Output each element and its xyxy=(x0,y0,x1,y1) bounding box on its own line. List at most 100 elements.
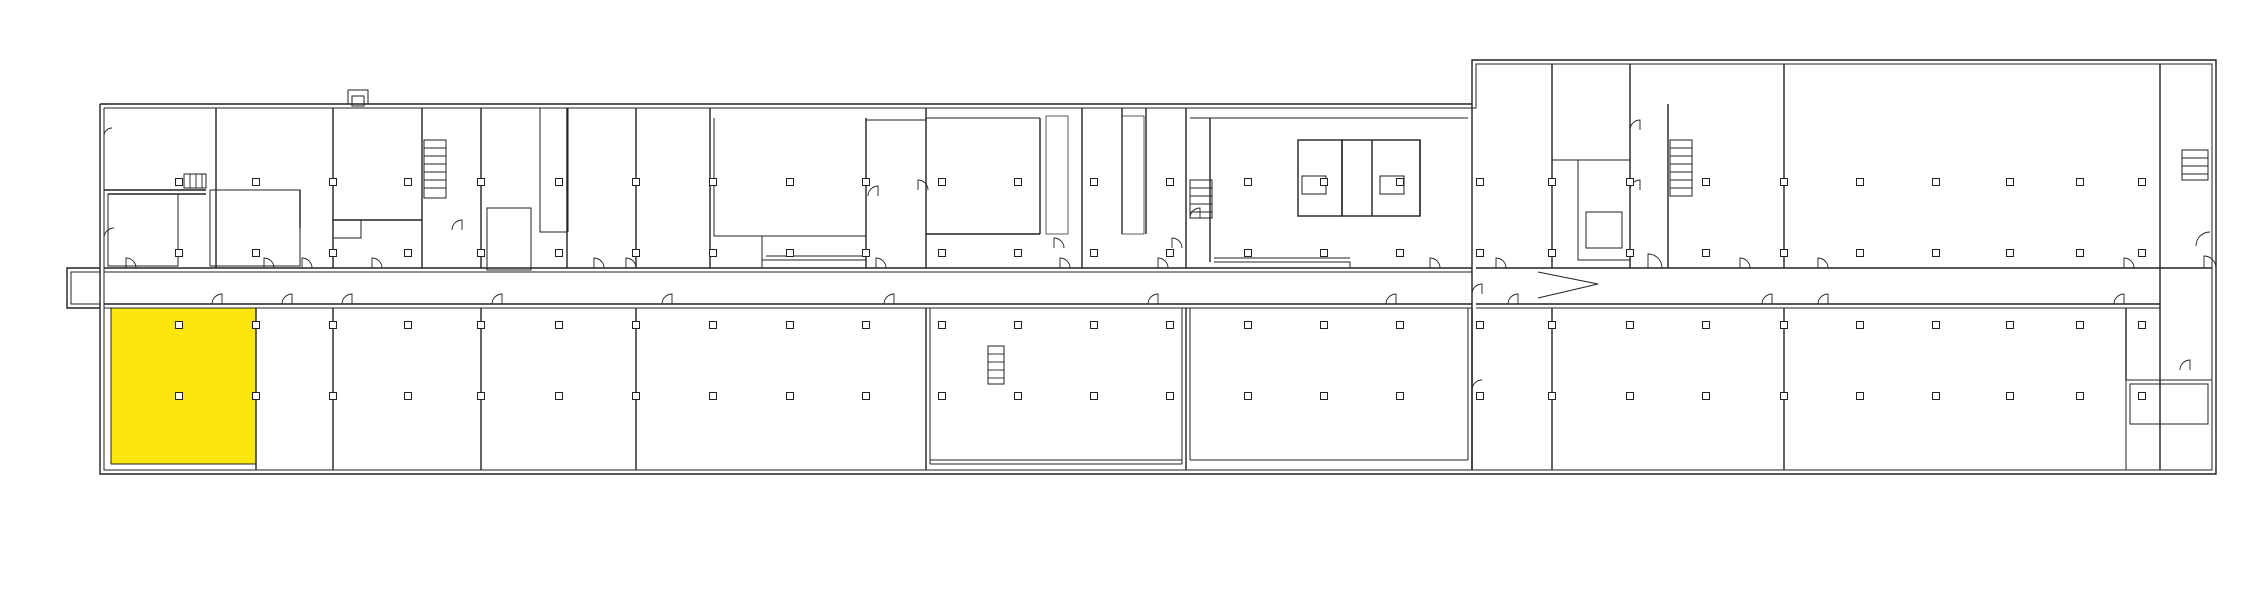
column-icon xyxy=(1244,321,1252,329)
column-icon xyxy=(786,392,794,400)
column-icon xyxy=(1090,249,1098,257)
column-icon xyxy=(1090,392,1098,400)
south-partitions xyxy=(110,308,2127,470)
column-icon xyxy=(2076,178,2084,186)
column-icon xyxy=(1548,392,1556,400)
column-icon xyxy=(1166,178,1174,186)
column-icon xyxy=(1702,178,1710,186)
column-icon xyxy=(477,321,485,329)
column-icon xyxy=(1396,178,1404,186)
column-icon xyxy=(1476,249,1484,257)
column-icon xyxy=(2138,249,2146,257)
column-icon xyxy=(1702,249,1710,257)
column-icon xyxy=(555,392,563,400)
column-icon xyxy=(329,392,337,400)
column-icon xyxy=(1014,392,1022,400)
column-icon xyxy=(1090,321,1098,329)
column-icon xyxy=(1702,392,1710,400)
column-icon xyxy=(632,392,640,400)
column-icon xyxy=(2006,249,2014,257)
column-icon xyxy=(404,178,412,186)
east-wing-partitions xyxy=(1551,63,2213,471)
column-icon xyxy=(1780,249,1788,257)
column-icon xyxy=(1626,321,1634,329)
column-icon xyxy=(1476,321,1484,329)
column-icon xyxy=(404,321,412,329)
column-icon xyxy=(938,392,946,400)
column-icon xyxy=(1856,321,1864,329)
column-icon xyxy=(1166,392,1174,400)
column-icon xyxy=(1780,178,1788,186)
column-icon xyxy=(252,249,260,257)
column-icon xyxy=(404,249,412,257)
column-icon xyxy=(1702,321,1710,329)
stair-icon-1 xyxy=(423,139,447,199)
column-icon xyxy=(1626,178,1634,186)
column-icon xyxy=(1166,321,1174,329)
column-icon xyxy=(1320,249,1328,257)
column-icon xyxy=(862,249,870,257)
column-icon xyxy=(477,178,485,186)
column-icon xyxy=(252,321,260,329)
column-icon xyxy=(329,249,337,257)
corridor-walls xyxy=(104,267,2212,309)
column-icon xyxy=(1166,249,1174,257)
column-icon xyxy=(2006,178,2014,186)
highlighted-room[interactable] xyxy=(111,308,256,464)
column-icon xyxy=(1396,249,1404,257)
column-icon xyxy=(1932,321,1940,329)
column-icon xyxy=(1320,178,1328,186)
column-icon xyxy=(1856,392,1864,400)
column-icon xyxy=(938,249,946,257)
column-icon xyxy=(2076,392,2084,400)
column-icon xyxy=(1396,321,1404,329)
column-icon xyxy=(709,249,717,257)
column-icon xyxy=(1476,178,1484,186)
column-icon xyxy=(252,178,260,186)
column-icon xyxy=(1856,249,1864,257)
stair-icon-6 xyxy=(2181,149,2209,181)
column-icon xyxy=(1932,249,1940,257)
stair-icon-5 xyxy=(183,173,207,189)
column-icon xyxy=(2138,392,2146,400)
exterior-walls xyxy=(66,59,2217,475)
column-icon xyxy=(632,249,640,257)
column-icon xyxy=(404,392,412,400)
column-icon xyxy=(329,178,337,186)
column-icon xyxy=(862,321,870,329)
door-swing-icons xyxy=(103,119,2217,391)
column-icon xyxy=(1856,178,1864,186)
ramp xyxy=(1537,271,1599,299)
column-icon xyxy=(1014,178,1022,186)
column-icon xyxy=(2076,249,2084,257)
stair-icon-3 xyxy=(1669,139,1693,197)
column-icon xyxy=(1090,178,1098,186)
column-icon xyxy=(1548,321,1556,329)
column-grid xyxy=(175,178,2146,400)
column-icon xyxy=(862,178,870,186)
column-icon xyxy=(1626,249,1634,257)
column-icon xyxy=(1476,392,1484,400)
column-icon xyxy=(1014,249,1022,257)
column-icon xyxy=(555,321,563,329)
column-icon xyxy=(1548,178,1556,186)
column-icon xyxy=(2006,321,2014,329)
column-icon xyxy=(1780,321,1788,329)
north-partitions xyxy=(104,104,1473,470)
column-icon xyxy=(938,321,946,329)
column-icon xyxy=(709,392,717,400)
column-icon xyxy=(1244,392,1252,400)
column-icon xyxy=(1932,178,1940,186)
column-icon xyxy=(175,178,183,186)
column-icon xyxy=(632,321,640,329)
column-icon xyxy=(2076,321,2084,329)
column-icon xyxy=(1320,392,1328,400)
column-icon xyxy=(1780,392,1788,400)
column-icon xyxy=(1244,178,1252,186)
column-icon xyxy=(786,249,794,257)
column-icon xyxy=(1626,392,1634,400)
column-icon xyxy=(1396,392,1404,400)
column-icon xyxy=(786,321,794,329)
column-icon xyxy=(2138,321,2146,329)
